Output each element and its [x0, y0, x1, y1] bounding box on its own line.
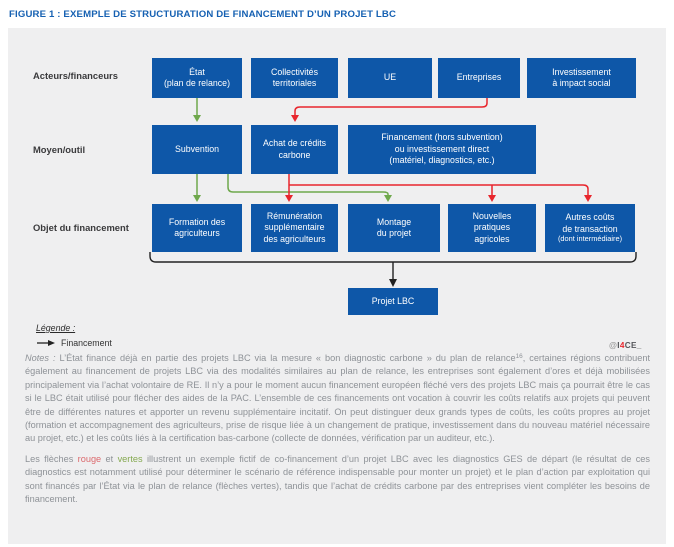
- box-autres-couts-transaction: Autres coûts de transaction (dont interm…: [545, 204, 635, 252]
- footnote-ref: 16: [515, 353, 523, 360]
- row-label-moyen-outil: Moyen/outil: [33, 144, 86, 155]
- figure-title: FIGURE 1 : EXEMPLE DE STRUCTURATION DE F…: [9, 9, 397, 20]
- box-montage-du-projet: Montage du projet: [348, 204, 440, 252]
- box-investissement-impact-social: Investissement à impact social: [527, 58, 636, 98]
- notes-label: Notes :: [25, 353, 56, 363]
- notes-paragraph-2: Les flèches rouge et vertes illustrent u…: [25, 453, 650, 505]
- row-label-acteurs-financeurs: Acteurs/financeurs: [33, 70, 118, 81]
- row-label-objet-financement: Objet du financement: [33, 222, 129, 233]
- box-achat-credits-carbone: Achat de crédits carbone: [251, 125, 338, 174]
- box-formation-agriculteurs: Formation des agriculteurs: [152, 204, 242, 252]
- notes: Notes : L’État finance déjà en partie de…: [25, 352, 650, 513]
- legend-item-financement: Financement: [36, 338, 112, 348]
- financement-arrow-icon: [37, 340, 55, 346]
- box-collectivites-territoriales: Collectivités territoriales: [251, 58, 338, 98]
- box-subvention: Subvention: [152, 125, 242, 174]
- box-nouvelles-pratiques-agricoles: Nouvelles pratiques agricoles: [448, 204, 536, 252]
- legend-item-label: Financement: [61, 338, 112, 348]
- autres-couts-label: Autres coûts de transaction: [562, 212, 618, 234]
- box-remuneration-supplementaire: Rémunération supplémentaire des agricult…: [251, 204, 338, 252]
- word-rouge: rouge: [77, 453, 102, 464]
- legend-title: Légende :: [36, 323, 76, 333]
- legend: Légende : Financement: [36, 323, 112, 348]
- notes-paragraph-1: Notes : L’État finance déjà en partie de…: [25, 353, 650, 444]
- i4ce-watermark: @I4CE_: [609, 341, 642, 350]
- autres-couts-sub-label: (dont intermédiaire): [557, 233, 623, 243]
- box-entreprises: Entreprises: [438, 58, 520, 98]
- box-financement-hors-subvention: Financement (hors subvention) ou investi…: [348, 125, 536, 174]
- word-vertes: vertes: [117, 453, 143, 464]
- box-projet-lbc: Projet LBC: [348, 288, 438, 315]
- box-etat-plan-de-relance: État (plan de relance): [152, 58, 242, 98]
- box-ue: UE: [348, 58, 432, 98]
